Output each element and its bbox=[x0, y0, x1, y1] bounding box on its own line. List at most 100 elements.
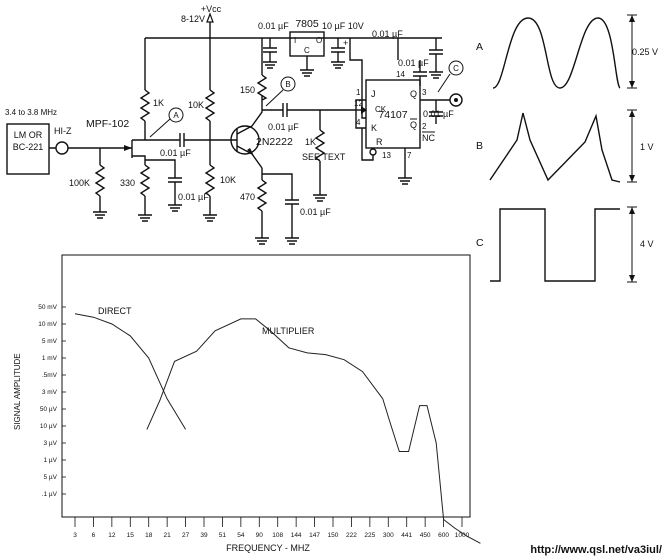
capacitor-source-bypass bbox=[145, 159, 182, 212]
resistor-100k bbox=[94, 164, 106, 197]
pin14: 14 bbox=[396, 70, 405, 79]
r10k-b-label: 10K bbox=[220, 175, 236, 185]
fet-gate-arrow-icon bbox=[124, 145, 132, 151]
resistor-10k-bottom bbox=[204, 164, 216, 197]
amplitude-chart: SIGNAL AMPLITUDE FREQUENCY - MHZ 50 mV10… bbox=[13, 254, 481, 553]
chart-frame bbox=[61, 254, 471, 518]
pin12: 12 bbox=[354, 99, 363, 108]
c001-b-label: 0.01 µF bbox=[178, 192, 209, 202]
source-line1: LM OR bbox=[14, 130, 43, 140]
tp-c-label: C bbox=[453, 64, 459, 73]
x-tick-label: 108 bbox=[272, 532, 283, 539]
y-tick-label: .1 µV bbox=[42, 491, 58, 498]
pin2: 2 bbox=[422, 122, 427, 131]
x-tick-label: 6 bbox=[92, 532, 96, 539]
r1k-b-label: 1K bbox=[305, 137, 316, 147]
transistor-label: 2N2222 bbox=[256, 136, 293, 148]
x-tick-label: 150 bbox=[328, 532, 339, 539]
vcc-arrow-icon bbox=[206, 12, 214, 23]
resistor-10k-top bbox=[204, 89, 216, 122]
c001-f-label: 0.01 µF bbox=[372, 29, 403, 39]
wave-a-label: A bbox=[476, 41, 483, 53]
pin4: 4 bbox=[356, 118, 361, 127]
freq-range: 3.4 to 3.8 MHz bbox=[5, 108, 57, 117]
c001-c-label: 0.01 µF bbox=[300, 207, 331, 217]
x-tick-label: 90 bbox=[256, 532, 264, 539]
y-tick-label: .5mV bbox=[42, 372, 58, 379]
fet-label: MPF-102 bbox=[86, 118, 129, 130]
output-jack-icon[interactable] bbox=[449, 93, 463, 107]
input-jack-icon[interactable] bbox=[55, 141, 69, 155]
wave-a bbox=[492, 17, 621, 89]
pin-nc: NC bbox=[422, 133, 435, 143]
testpoint-a bbox=[168, 107, 184, 123]
vcc-range: 8-12V bbox=[181, 14, 205, 24]
x-tick-label: 15 bbox=[127, 532, 135, 539]
series-line-multiplier bbox=[146, 318, 481, 544]
y-tick-label: 10 µV bbox=[40, 423, 58, 430]
wave-c-label: C bbox=[476, 237, 484, 249]
y-tick-label: 5 µV bbox=[43, 474, 57, 481]
x-tick-label: 441 bbox=[401, 532, 412, 539]
x-tick-label: 18 bbox=[145, 532, 153, 539]
r470-label: 470 bbox=[240, 192, 255, 202]
y-tick-label: 1 µV bbox=[43, 457, 57, 464]
resistor-1k-see-text bbox=[314, 129, 326, 162]
pin3: 3 bbox=[422, 88, 427, 97]
wave-c bbox=[490, 208, 620, 282]
x-tick-label: 450 bbox=[420, 532, 431, 539]
emitter-arrow-icon bbox=[247, 148, 254, 156]
pin-j: J bbox=[371, 89, 376, 99]
c001-a-label: 0.01 µF bbox=[160, 148, 191, 158]
pin-q: Q bbox=[410, 89, 417, 99]
series-line-direct bbox=[74, 313, 187, 430]
c001-g-label: 0.01 µF bbox=[423, 109, 454, 119]
x-tick-label: 600 bbox=[438, 532, 449, 539]
reg-i: I bbox=[294, 36, 296, 45]
x-tick-label: 39 bbox=[200, 532, 208, 539]
wave-b bbox=[489, 112, 621, 183]
testpoint-c bbox=[448, 60, 464, 76]
x-tick-label: 27 bbox=[182, 532, 190, 539]
pin-nq: Q bbox=[410, 120, 417, 130]
tp-b-label: B bbox=[285, 80, 290, 89]
c001-top-label: 0.01 µF bbox=[258, 21, 289, 31]
hiz-label: HI-Z bbox=[54, 126, 72, 136]
c001-e-label: 0.01 µF bbox=[398, 58, 429, 68]
pin13: 13 bbox=[382, 151, 391, 160]
wave-a-amp: 0.25 V bbox=[632, 47, 658, 57]
source-line2: BC-221 bbox=[13, 142, 44, 152]
ic-label: 74107 bbox=[378, 109, 407, 121]
y-tick-label: 50 µV bbox=[40, 406, 58, 413]
y-tick-label: 1 mV bbox=[42, 355, 58, 362]
y-tick-label: 50 mV bbox=[38, 304, 57, 311]
resistor-330 bbox=[139, 164, 151, 197]
y-tick-label: 3 mV bbox=[42, 389, 58, 396]
r1k-label: 1K bbox=[153, 98, 164, 108]
schematic: +Vcc 8-12V 1K 10K 10K LM OR BC-221 3.4 t… bbox=[5, 4, 464, 245]
x-tick-label: 144 bbox=[291, 532, 302, 539]
testpoint-b bbox=[280, 76, 296, 92]
source-url[interactable]: http://www.qsl.net/va3iul/ bbox=[530, 544, 662, 556]
regulator-label: 7805 bbox=[295, 18, 319, 30]
x-tick-label: 1000 bbox=[455, 532, 470, 539]
r330-label: 330 bbox=[120, 178, 135, 188]
see-text-label: SEE TEXT bbox=[302, 152, 346, 162]
transistor-body bbox=[230, 125, 260, 155]
pin-ck: CK bbox=[375, 105, 387, 114]
ic-74107 bbox=[365, 79, 421, 149]
waveforms: A 0.25 V B 1 V C 4 V bbox=[476, 14, 658, 283]
vcc-label: +Vcc bbox=[201, 4, 222, 14]
resistor-1k bbox=[139, 89, 151, 122]
cap10-label: 10 µF 10V bbox=[322, 21, 364, 31]
wave-b-label: B bbox=[476, 140, 483, 152]
wave-c-amp: 4 V bbox=[640, 239, 654, 249]
pin-k: K bbox=[371, 123, 377, 133]
chart-series bbox=[74, 313, 481, 544]
x-tick-label: 300 bbox=[383, 532, 394, 539]
c001-d-label: 0.01 µF bbox=[268, 122, 299, 132]
pin7: 7 bbox=[407, 151, 412, 160]
pin-r: R bbox=[376, 137, 383, 147]
